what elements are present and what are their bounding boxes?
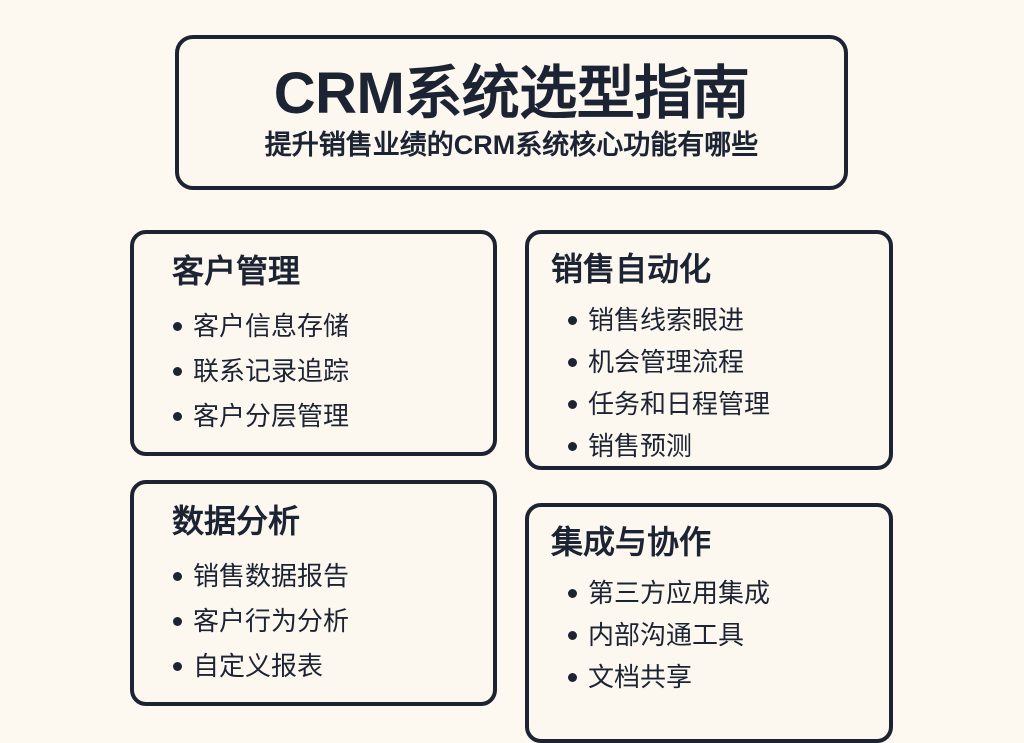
bullet-icon (173, 322, 182, 332)
bullet-icon (568, 589, 577, 599)
list-item: 销售数据报告 (154, 563, 493, 589)
bullet-icon (173, 662, 182, 672)
list-item: 文档共享 (549, 664, 889, 690)
card-title-data-analysis: 数据分析 (172, 503, 301, 539)
list-item-label: 销售预测 (588, 431, 693, 462)
list-item-label: 内部沟通工具 (588, 620, 745, 651)
feature-list-integration-collaboration: 第三方应用集成 内部沟通工具 文档共享 (549, 580, 889, 690)
bullet-icon (568, 673, 577, 683)
bullet-icon (173, 572, 182, 582)
feature-list-sales-automation: 销售线索眼进 机会管理流程 任务和日程管理 销售预测 (549, 307, 889, 459)
list-item: 客户分层管理 (154, 403, 493, 429)
list-item-label: 机会管理流程 (588, 347, 745, 378)
list-item: 客户行为分析 (154, 608, 493, 634)
list-item-label: 文档共享 (588, 662, 693, 693)
list-item-label: 客户信息存储 (193, 311, 350, 342)
title-panel: CRM系统选型指南 提升销售业绩的CRM系统核心功能有哪些 (175, 35, 848, 190)
card-data-analysis: 数据分析 销售数据报告 客户行为分析 自定义报表 (130, 480, 497, 706)
bullet-icon (568, 358, 577, 368)
feature-list-data-analysis: 销售数据报告 客户行为分析 自定义报表 (154, 563, 493, 679)
card-title-customer-management: 客户管理 (172, 253, 301, 289)
list-item-label: 客户分层管理 (193, 401, 350, 432)
feature-list-customer-management: 客户信息存储 联系记录追踪 客户分层管理 (154, 313, 493, 429)
bullet-icon (173, 617, 182, 627)
list-item: 销售预测 (549, 433, 889, 459)
list-item-label: 联系记录追踪 (193, 356, 350, 387)
list-item-label: 销售数据报告 (193, 561, 350, 592)
page-subtitle: 提升销售业绩的CRM系统核心功能有哪些 (264, 130, 759, 161)
card-customer-management: 客户管理 客户信息存储 联系记录追踪 客户分层管理 (130, 230, 497, 456)
list-item: 联系记录追踪 (154, 358, 493, 384)
card-title-integration-collaboration: 集成与协作 (551, 524, 712, 560)
list-item: 第三方应用集成 (549, 580, 889, 606)
bullet-icon (173, 367, 182, 377)
card-title-sales-automation: 销售自动化 (551, 251, 712, 287)
list-item: 任务和日程管理 (549, 391, 889, 417)
list-item-label: 第三方应用集成 (588, 578, 771, 609)
bullet-icon (568, 400, 577, 410)
list-item: 内部沟通工具 (549, 622, 889, 648)
card-integration-collaboration: 集成与协作 第三方应用集成 内部沟通工具 文档共享 (525, 503, 893, 743)
bullet-icon (173, 412, 182, 422)
list-item: 自定义报表 (154, 653, 493, 679)
infographic-poster: CRM系统选型指南 提升销售业绩的CRM系统核心功能有哪些 客户管理 客户信息存… (130, 35, 893, 743)
list-item: 机会管理流程 (549, 349, 889, 375)
list-item: 销售线索眼进 (549, 307, 889, 333)
list-item: 客户信息存储 (154, 313, 493, 339)
list-item-label: 销售线索眼进 (588, 305, 745, 336)
list-item-label: 客户行为分析 (193, 606, 350, 637)
list-item-label: 任务和日程管理 (588, 389, 771, 420)
card-sales-automation: 销售自动化 销售线索眼进 机会管理流程 任务和日程管理 销售预测 (525, 230, 893, 470)
list-item-label: 自定义报表 (193, 651, 324, 682)
bullet-icon (568, 316, 577, 326)
bullet-icon (568, 442, 577, 452)
bullet-icon (568, 631, 577, 641)
page-title: CRM系统选型指南 (273, 61, 750, 127)
